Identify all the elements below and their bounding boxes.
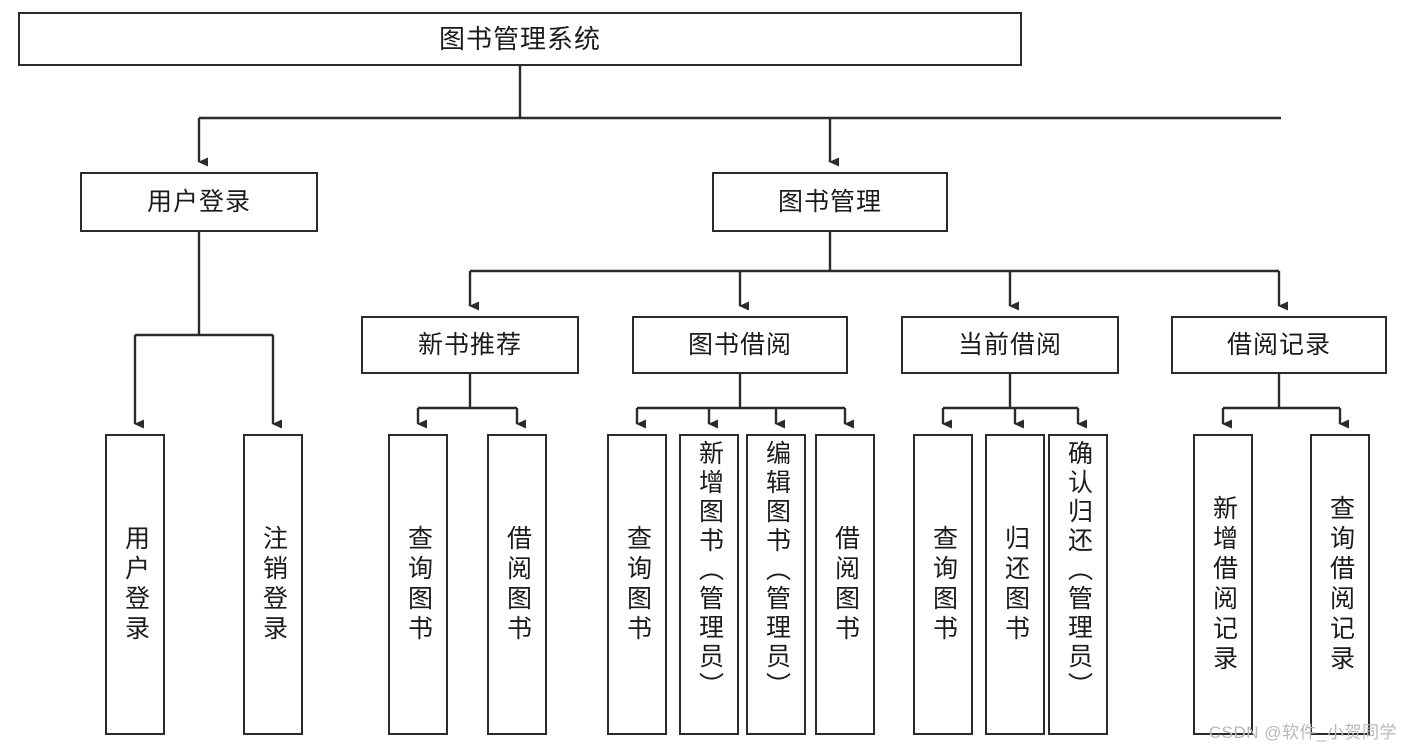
- node-leaf-borrow-add-label: 新增图书（管理员）: [695, 440, 724, 701]
- node-leaf-user-logout[interactable]: 注销登录: [243, 434, 303, 735]
- node-new-book-rec-label: 新书推荐: [417, 330, 522, 359]
- node-leaf-cur-confirm[interactable]: 确认归还（管理员）: [1048, 434, 1108, 735]
- node-leaf-user-login-label: 用户登录: [121, 524, 150, 645]
- edges-current-borrow: [941, 374, 1087, 429]
- node-leaf-rec-borrow[interactable]: 借阅图书: [487, 434, 547, 735]
- node-book-manage-label: 图书管理: [777, 187, 882, 216]
- edges-borrow-record: [1221, 374, 1349, 429]
- node-leaf-cur-confirm-label: 确认归还（管理员）: [1064, 440, 1093, 701]
- edges-user-login: [133, 232, 282, 429]
- node-user-login[interactable]: 用户登录: [80, 172, 318, 232]
- node-root-label: 图书管理系统: [438, 24, 601, 54]
- node-leaf-rec-query-label: 查询图书: [404, 524, 433, 645]
- node-borrow-record-label: 借阅记录: [1226, 330, 1331, 359]
- node-leaf-cur-return-label: 归还图书: [1001, 524, 1030, 645]
- node-borrow-record[interactable]: 借阅记录: [1171, 316, 1387, 374]
- node-leaf-rec-borrow-label: 借阅图书: [503, 524, 532, 645]
- node-book-borrow-label: 图书借阅: [687, 330, 792, 359]
- node-book-manage[interactable]: 图书管理: [712, 172, 948, 232]
- node-leaf-user-login[interactable]: 用户登录: [105, 434, 165, 735]
- node-leaf-borrow-lend-label: 借阅图书: [831, 524, 860, 645]
- node-leaf-cur-return[interactable]: 归还图书: [985, 434, 1045, 735]
- node-leaf-user-logout-label: 注销登录: [259, 524, 288, 645]
- node-leaf-cur-query-label: 查询图书: [929, 524, 958, 645]
- node-current-borrow-label: 当前借阅: [957, 330, 1062, 359]
- node-leaf-cur-query[interactable]: 查询图书: [913, 434, 973, 735]
- node-leaf-borrow-query[interactable]: 查询图书: [607, 434, 667, 735]
- csdn-watermark: CSDN @软件_小贺同学: [1208, 723, 1397, 742]
- node-leaf-record-query-label: 查询借阅记录: [1326, 494, 1355, 675]
- node-leaf-borrow-edit[interactable]: 编辑图书（管理员）: [746, 434, 806, 735]
- node-root[interactable]: 图书管理系统: [18, 12, 1022, 66]
- edges-new-book-rec: [416, 374, 526, 429]
- edges-book-borrow: [635, 374, 854, 429]
- node-current-borrow[interactable]: 当前借阅: [901, 316, 1119, 374]
- edges-root: [197, 66, 1281, 167]
- node-leaf-rec-query[interactable]: 查询图书: [388, 434, 448, 735]
- node-leaf-borrow-query-label: 查询图书: [623, 524, 652, 645]
- node-leaf-record-add[interactable]: 新增借阅记录: [1193, 434, 1253, 735]
- node-leaf-borrow-lend[interactable]: 借阅图书: [815, 434, 875, 735]
- node-leaf-record-query[interactable]: 查询借阅记录: [1310, 434, 1370, 735]
- edges-book-manage: [468, 232, 1288, 311]
- node-user-login-label: 用户登录: [146, 187, 251, 216]
- node-book-borrow[interactable]: 图书借阅: [632, 316, 848, 374]
- node-leaf-borrow-edit-label: 编辑图书（管理员）: [762, 440, 791, 701]
- node-leaf-record-add-label: 新增借阅记录: [1209, 494, 1238, 675]
- node-new-book-rec[interactable]: 新书推荐: [361, 316, 579, 374]
- node-leaf-borrow-add[interactable]: 新增图书（管理员）: [679, 434, 739, 735]
